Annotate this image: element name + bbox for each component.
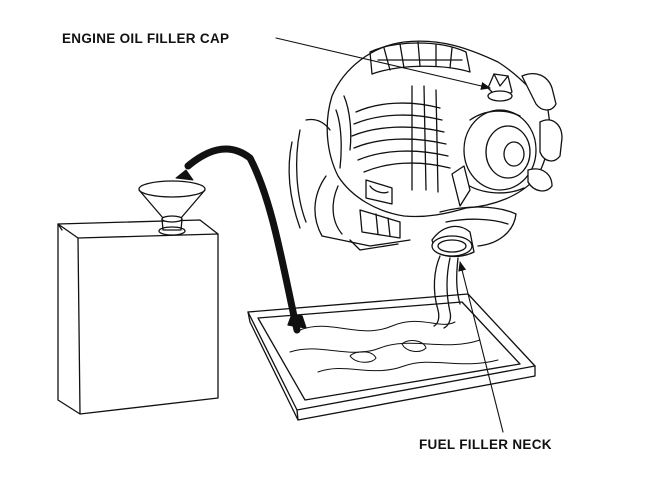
oil-cap-leader	[275, 37, 491, 90]
fuel-container	[57, 219, 219, 415]
fuel-filler-neck	[431, 225, 475, 329]
fuel-neck-leader	[458, 261, 504, 433]
engine-oil-filler-cap	[487, 73, 513, 102]
fuel-filler-neck-label: FUEL FILLER NECK	[419, 437, 552, 452]
drain-pan	[247, 293, 536, 421]
fuel-hose	[175, 145, 307, 334]
engine	[288, 40, 563, 251]
funnel	[138, 180, 206, 236]
engine-oil-filler-cap-label: ENGINE OIL FILLER CAP	[62, 31, 230, 46]
